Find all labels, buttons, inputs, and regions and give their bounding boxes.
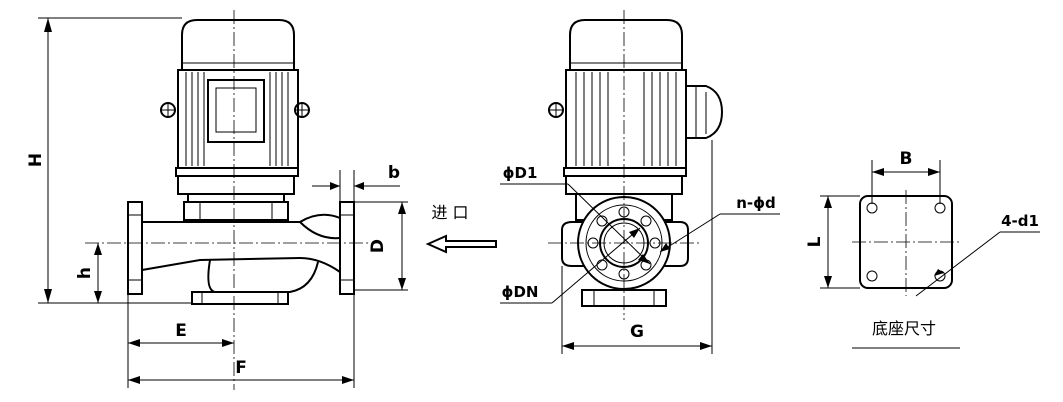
phi-D1-label: ϕD1 — [503, 164, 538, 182]
dim-L-label: L — [805, 236, 825, 247]
front-view: ϕD1 ϕDN n-ϕd G — [500, 10, 780, 354]
dim-h-label: h — [75, 267, 95, 279]
four-d1-label: 4-d1 — [1001, 212, 1039, 230]
dim-G-label: G — [630, 322, 644, 342]
dim-b-label: b — [388, 163, 400, 183]
phi-DN-label: ϕDN — [502, 283, 539, 301]
dim-B-label: B — [900, 149, 913, 169]
motor-fins-front — [575, 72, 677, 166]
base-size-caption: 底座尺寸 — [872, 319, 936, 338]
dim-E-label: E — [175, 321, 187, 341]
dim-F-label: F — [235, 358, 247, 378]
inlet-arrow — [425, 234, 497, 254]
inlet-indicator: 进 口 — [425, 203, 497, 254]
dim-H-label: H — [26, 153, 46, 167]
n-phi-d-label: n-ϕd — [736, 194, 776, 212]
motor-fins — [185, 72, 289, 166]
inlet-label: 进 口 — [431, 203, 468, 222]
dim-D-label: D — [368, 239, 388, 253]
side-view: H h E F b D — [26, 10, 408, 390]
base-plate-view: B L 4-d1 底座尺寸 — [805, 149, 1040, 349]
